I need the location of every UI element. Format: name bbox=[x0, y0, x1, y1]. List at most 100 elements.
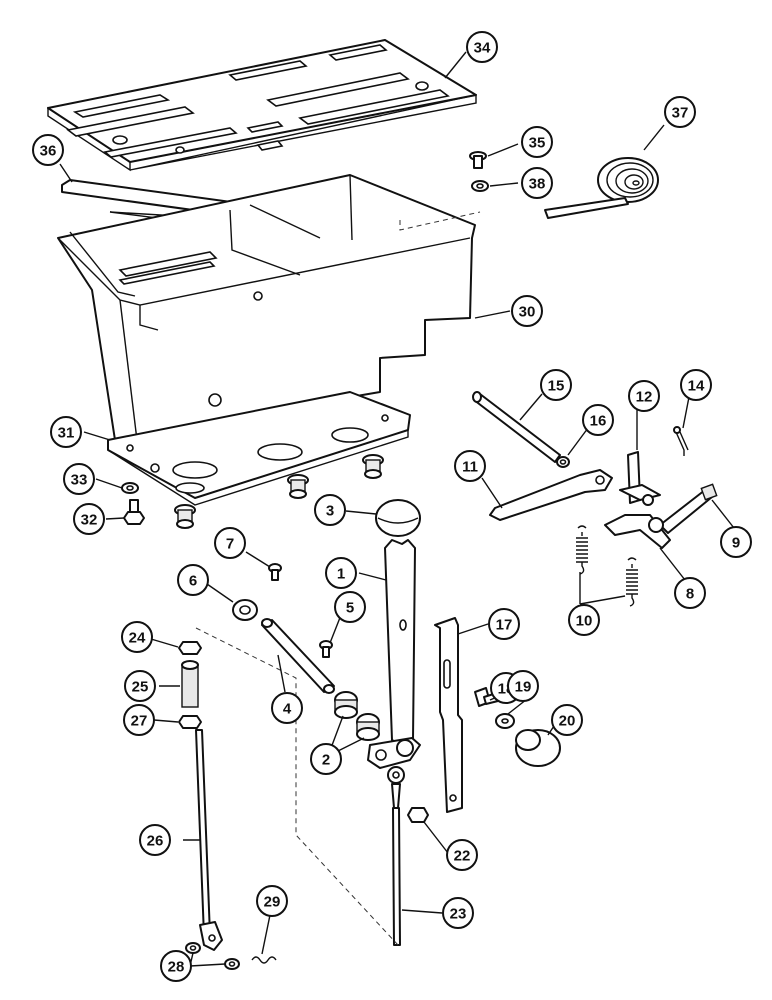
phantom-plane bbox=[195, 627, 399, 946]
bolt-32 bbox=[123, 499, 145, 525]
callout-27: 27 bbox=[123, 704, 155, 736]
callout-number: 17 bbox=[496, 617, 513, 634]
callout-circle bbox=[325, 557, 357, 589]
callout-circle bbox=[507, 670, 539, 702]
nut-19 bbox=[495, 713, 515, 729]
callout-25: 25 bbox=[124, 670, 156, 702]
callout-10: 10 bbox=[568, 604, 600, 636]
callout-circle bbox=[214, 527, 246, 559]
leader-lines bbox=[59, 51, 735, 967]
callout-number: 37 bbox=[672, 105, 689, 122]
callout-number: 23 bbox=[450, 906, 467, 923]
callout-circle bbox=[50, 416, 82, 448]
callout-31: 31 bbox=[50, 416, 82, 448]
callout-circle bbox=[177, 564, 209, 596]
callout-circle bbox=[446, 839, 478, 871]
bushes-2 bbox=[334, 691, 380, 741]
callout-circle bbox=[582, 404, 614, 436]
callout-circle bbox=[720, 526, 752, 558]
lever-arm-11 bbox=[489, 469, 613, 521]
callout-number: 31 bbox=[58, 425, 75, 442]
nut-22 bbox=[407, 807, 429, 823]
callout-number: 22 bbox=[454, 848, 471, 865]
callout-number: 6 bbox=[189, 573, 197, 590]
callout-17: 17 bbox=[488, 608, 520, 640]
callout-29: 29 bbox=[256, 885, 288, 917]
callout-32: 32 bbox=[73, 503, 105, 535]
bracket-12 bbox=[619, 451, 661, 504]
coil-spring-37 bbox=[544, 157, 659, 219]
callout-16: 16 bbox=[582, 404, 614, 436]
callout-number: 11 bbox=[462, 459, 478, 476]
callout-circle bbox=[628, 380, 660, 412]
callout-circle bbox=[310, 743, 342, 775]
callout-circle bbox=[442, 897, 474, 929]
callout-4: 4 bbox=[271, 692, 303, 724]
callout-11: 11 bbox=[454, 450, 486, 482]
rod-end-23 bbox=[387, 766, 405, 946]
callout-14: 14 bbox=[680, 369, 712, 401]
pawl-lever-8 bbox=[604, 489, 713, 549]
callout-circle bbox=[521, 126, 553, 158]
callout-circle bbox=[674, 577, 706, 609]
callout-circle bbox=[73, 503, 105, 535]
screw-5 bbox=[319, 640, 333, 658]
callout-2: 2 bbox=[310, 743, 342, 775]
callout-circle bbox=[551, 704, 583, 736]
callout-circle bbox=[139, 824, 171, 856]
callout-number: 10 bbox=[576, 613, 593, 630]
ring-16 bbox=[556, 456, 570, 468]
callout-number: 38 bbox=[529, 176, 546, 193]
callout-38: 38 bbox=[521, 167, 553, 199]
callout-number: 35 bbox=[529, 135, 546, 152]
control-box-housing bbox=[57, 174, 481, 466]
screw-35 bbox=[469, 151, 487, 169]
callout-6: 6 bbox=[177, 564, 209, 596]
callout-36: 36 bbox=[32, 134, 64, 166]
main-lever-1 bbox=[367, 539, 421, 769]
callout-8: 8 bbox=[674, 577, 706, 609]
callout-number: 28 bbox=[168, 959, 185, 976]
nut-24 bbox=[178, 641, 202, 655]
washer-33 bbox=[121, 482, 139, 494]
callout-number: 20 bbox=[559, 713, 576, 730]
screw-7 bbox=[268, 563, 282, 581]
callout-number: 1 bbox=[337, 566, 345, 583]
top-cover-plate bbox=[47, 39, 477, 172]
callout-circle bbox=[121, 621, 153, 653]
callout-number: 9 bbox=[732, 535, 740, 552]
split-pin-14 bbox=[673, 426, 689, 456]
callout-circle bbox=[160, 950, 192, 982]
callout-30: 30 bbox=[511, 295, 543, 327]
callout-35: 35 bbox=[521, 126, 553, 158]
callout-7: 7 bbox=[214, 527, 246, 559]
callout-circle bbox=[664, 96, 696, 128]
callout-33: 33 bbox=[63, 463, 95, 495]
callout-circle bbox=[124, 670, 156, 702]
nut-27 bbox=[178, 715, 202, 729]
callout-22: 22 bbox=[446, 839, 478, 871]
callout-28: 28 bbox=[160, 950, 192, 982]
callout-circle bbox=[568, 604, 600, 636]
knob-3 bbox=[375, 499, 421, 537]
tension-springs-10 bbox=[576, 525, 638, 607]
callout-1: 1 bbox=[325, 557, 357, 589]
callout-number: 16 bbox=[590, 413, 607, 430]
callout-number: 33 bbox=[71, 472, 88, 489]
pivot-pin-4 bbox=[261, 618, 335, 694]
callout-number: 5 bbox=[346, 600, 354, 617]
callout-number: 36 bbox=[40, 143, 57, 160]
callout-34: 34 bbox=[466, 31, 498, 63]
callout-number: 8 bbox=[686, 586, 694, 603]
callout-number: 26 bbox=[147, 833, 164, 850]
callout-number: 30 bbox=[519, 304, 536, 321]
callout-number: 7 bbox=[226, 536, 234, 553]
washer-6 bbox=[232, 599, 258, 621]
knob-20 bbox=[515, 729, 561, 767]
callout-12: 12 bbox=[628, 380, 660, 412]
callout-circle bbox=[314, 494, 346, 526]
callout-number: 15 bbox=[548, 378, 565, 395]
callout-20: 20 bbox=[551, 704, 583, 736]
callout-circle bbox=[32, 134, 64, 166]
